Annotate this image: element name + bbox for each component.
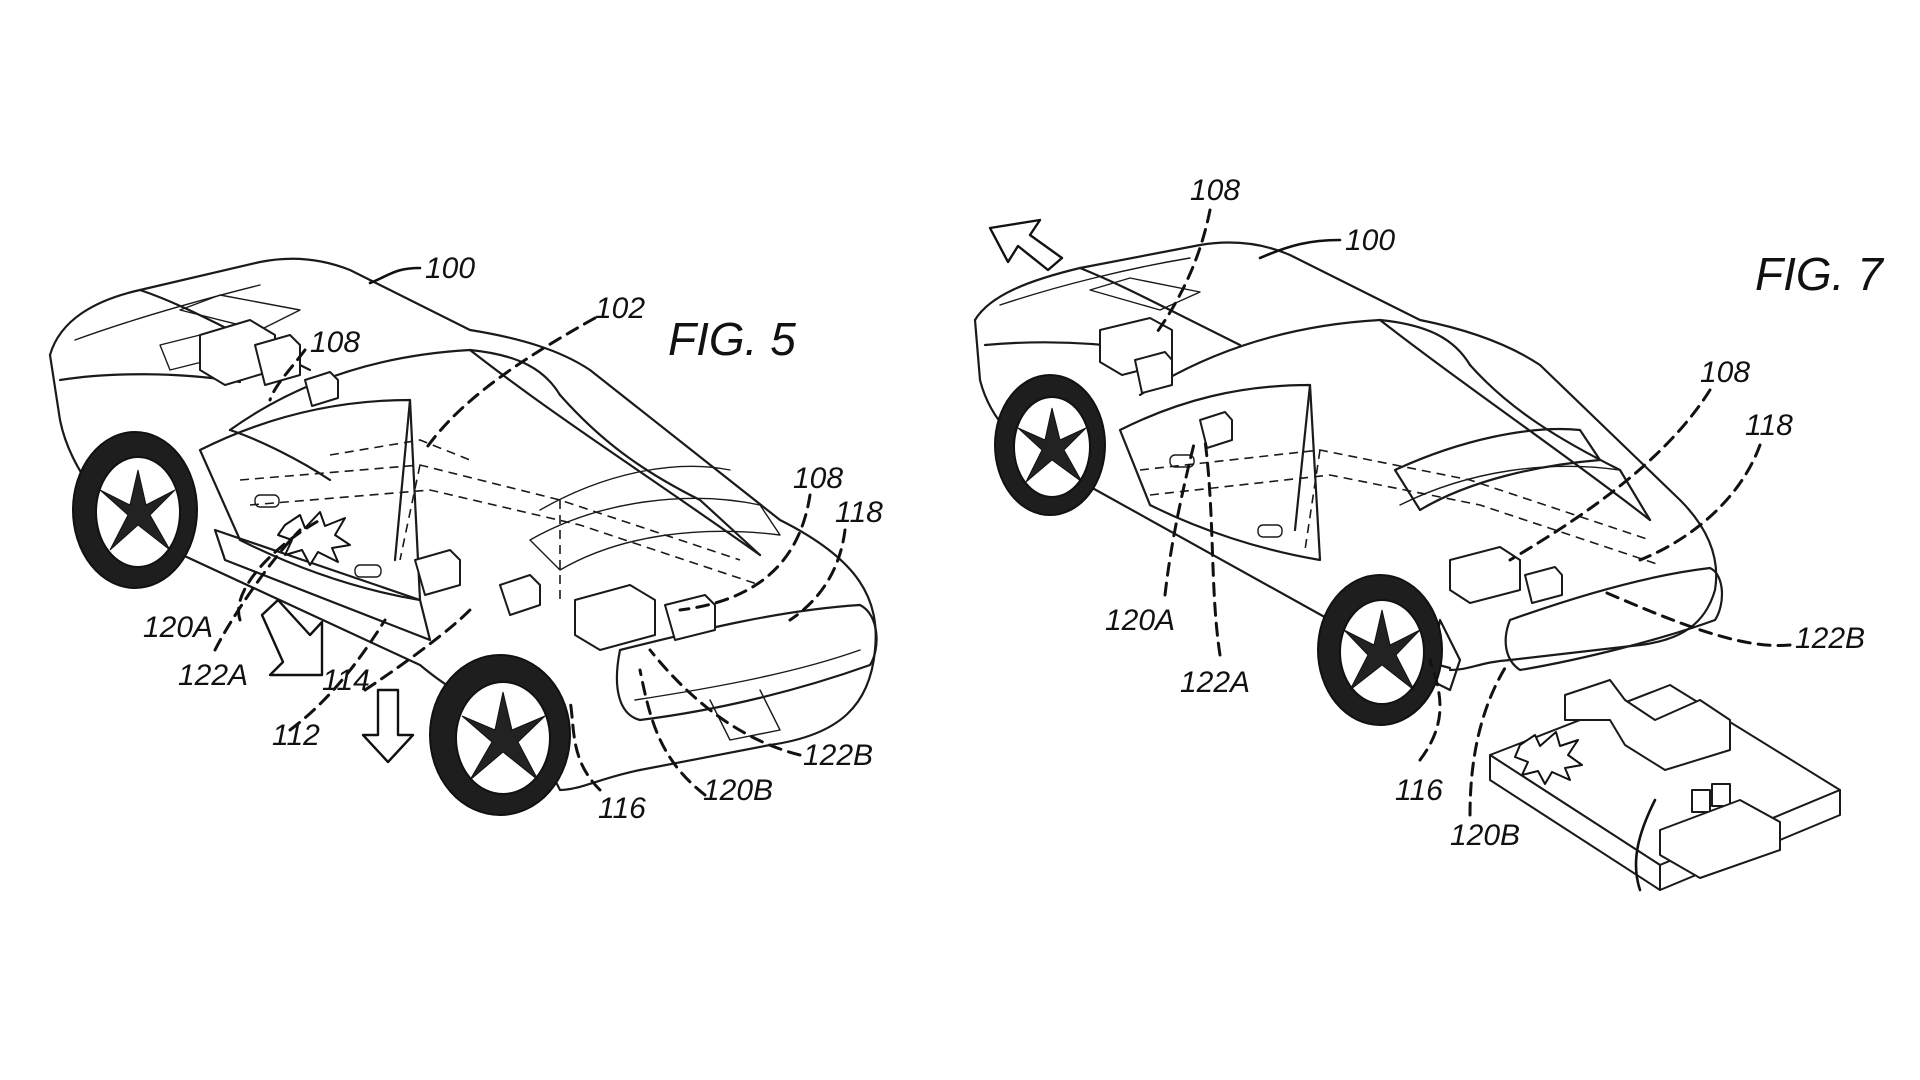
fig5-down-arrow-icon-1 [260,598,324,677]
fig5-rear-wheel [429,654,571,816]
fig5-label-100: 100 [425,252,475,285]
fig5-label-118: 118 [835,496,883,529]
fig5-car-body [48,257,878,816]
fig5-label-108-rear: 108 [793,462,843,495]
fig7-label-100: 100 [1345,224,1395,257]
fig5-label-112: 112 [272,719,320,752]
fig7-label-118: 118 [1745,409,1793,442]
fig5-label-120B: 120B [703,774,773,807]
fig7-title: FIG. 7 [1755,248,1884,300]
figure-5: 100 102 108 108 118 120A 122A 112 114 11… [48,252,883,825]
figure-7: 100 108 108 118 120A 122A 122B 116 120B … [973,174,1884,892]
fig7-charging-pad [1489,679,1841,892]
fig5-label-108-front: 108 [310,326,360,359]
fig5-label-114: 114 [322,664,370,697]
fig7-car-body [973,241,1724,726]
fig5-label-122B: 122B [803,739,873,772]
fig7-label-120B: 120B [1450,819,1520,852]
fig5-label-102: 102 [595,292,645,325]
fig7-label-116: 116 [1395,774,1443,807]
fig5-label-116: 116 [598,792,646,825]
fig7-up-left-arrow-icon [988,218,1064,272]
fig7-label-120A: 120A [1105,604,1175,637]
fig5-label-122A: 122A [178,659,248,692]
fig5-label-120A: 120A [143,611,213,644]
fig7-rear-wheel [1317,574,1443,726]
fig7-label-122A: 122A [1180,666,1250,699]
fig5-title: FIG. 5 [668,313,796,365]
fig7-spark-icon [1514,731,1583,785]
fig7-label-108-top: 108 [1190,174,1240,207]
fig7-label-108-rear: 108 [1700,356,1750,389]
fig5-down-arrow-icon-2 [361,688,415,764]
fig7-label-122B: 122B [1795,622,1865,655]
fig7-front-wheel [994,374,1106,516]
fig5-front-wheel [72,431,198,589]
fig5-spark-icon [277,511,351,566]
